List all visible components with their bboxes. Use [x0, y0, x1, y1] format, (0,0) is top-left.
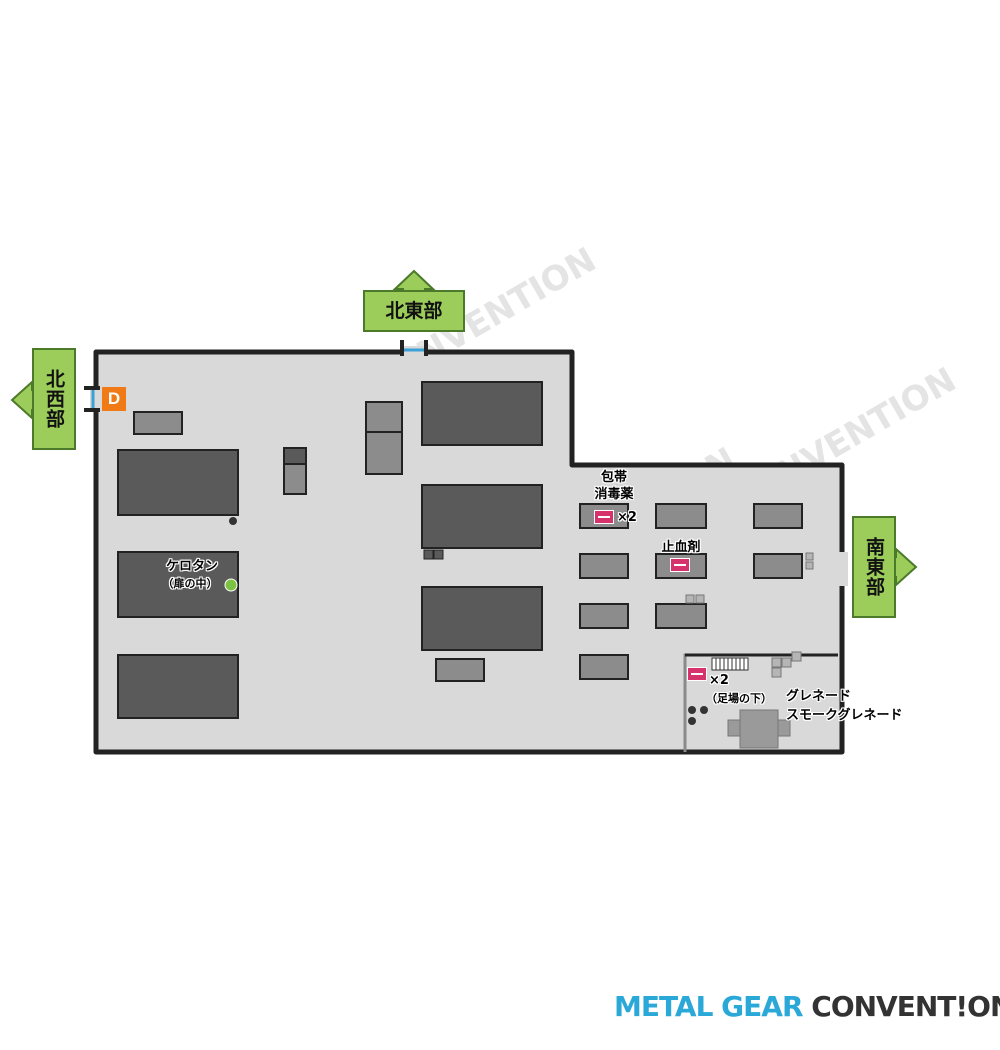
scaffold-note: （足場の下）	[706, 692, 772, 705]
barrels	[229, 517, 708, 725]
logo-part-2: CONVENT!ON	[811, 990, 1000, 1023]
crate	[753, 503, 803, 529]
disinfectant-label: 消毒薬	[594, 487, 634, 502]
door-gap-north	[402, 346, 426, 358]
exit-north-east[interactable]: 北東部	[363, 290, 465, 332]
crate	[133, 411, 183, 435]
building	[117, 449, 239, 516]
buildings	[117, 381, 543, 719]
kerotan-note: （扉の中）	[162, 577, 218, 590]
crate	[283, 463, 307, 495]
small-boxes	[423, 549, 444, 560]
smoke-grenade-label: スモークグレネード	[786, 708, 903, 723]
door-gap-east	[836, 552, 848, 586]
item-qty-2: ×2	[709, 673, 729, 688]
barrel	[229, 517, 237, 525]
crate	[579, 553, 629, 579]
building	[421, 484, 543, 549]
styptic-label: 止血剤	[661, 540, 701, 555]
exit-north-west[interactable]: 北西部	[32, 348, 76, 450]
site-logo: METAL GEAR CONVENT!ON	[614, 990, 1000, 1023]
crate	[435, 658, 485, 682]
kerotan-label: ケロタン	[165, 559, 218, 574]
crate	[579, 654, 629, 680]
crate	[655, 603, 707, 629]
item-box-icon[interactable]	[594, 510, 614, 524]
building	[117, 551, 239, 618]
small-boxes-light	[685, 552, 814, 678]
building	[421, 381, 543, 446]
kerotan-marker-icon[interactable]	[224, 578, 238, 592]
item-box-icon[interactable]	[670, 558, 690, 572]
building	[117, 654, 239, 719]
crate	[753, 553, 803, 579]
door-marker[interactable]: D	[102, 387, 126, 411]
barrel	[700, 706, 708, 714]
exit-south-east[interactable]: 南東部	[852, 516, 896, 618]
crate	[579, 603, 629, 629]
staircase	[711, 657, 749, 671]
item-qty-1: ×2	[617, 510, 637, 525]
crate	[365, 431, 403, 475]
crate	[365, 401, 403, 433]
crate	[655, 503, 707, 529]
barrel	[688, 717, 696, 725]
grenade-label: グレネード	[786, 689, 852, 704]
scaffold	[727, 709, 791, 749]
bandage-label: 包帯	[600, 470, 627, 485]
barrel	[688, 706, 696, 714]
floor-area	[93, 349, 845, 755]
logo-part-1: METAL GEAR	[614, 990, 812, 1023]
crates	[133, 401, 803, 682]
building	[421, 586, 543, 651]
item-box-icon[interactable]	[687, 667, 707, 681]
